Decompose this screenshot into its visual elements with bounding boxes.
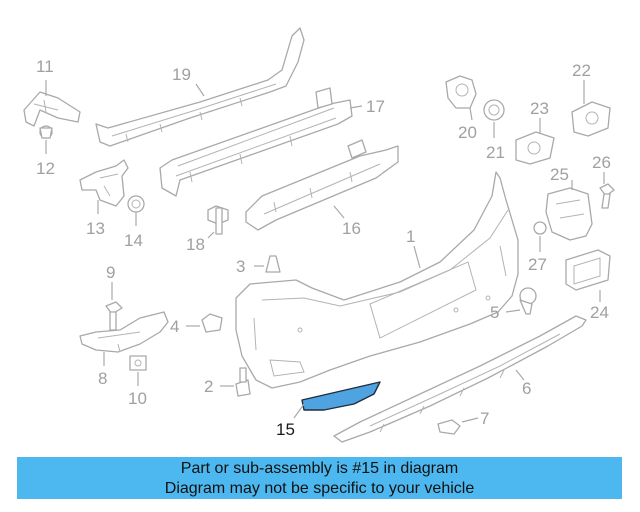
part-15-highlighted bbox=[293, 381, 381, 419]
part-21-grommet bbox=[483, 99, 505, 138]
callout-3: 3 bbox=[236, 257, 245, 276]
callout-21: 21 bbox=[486, 143, 505, 162]
part-8-bracket bbox=[79, 311, 169, 366]
part-25-bracket bbox=[545, 180, 593, 241]
callout-11: 11 bbox=[36, 57, 54, 76]
part-4-clip bbox=[186, 313, 223, 333]
callout-20: 20 bbox=[458, 123, 477, 142]
part-16-absorber bbox=[245, 139, 399, 231]
part-18-screw bbox=[207, 205, 229, 239]
part-13-bracket bbox=[79, 159, 129, 214]
part-12-clip bbox=[39, 125, 53, 154]
callout-19: 19 bbox=[172, 65, 191, 84]
callout-23: 23 bbox=[530, 99, 549, 118]
callout-9: 9 bbox=[106, 263, 115, 282]
part-7-clip bbox=[437, 417, 479, 435]
banner-line-1: Part or sub-assembly is #15 in diagram bbox=[180, 460, 459, 477]
callout-4: 4 bbox=[170, 317, 179, 336]
callout-7: 7 bbox=[480, 409, 489, 428]
part-5-sensor bbox=[505, 287, 537, 315]
part-27-nut bbox=[533, 221, 547, 252]
callout-14: 14 bbox=[124, 231, 143, 250]
callout-2: 2 bbox=[204, 377, 213, 396]
part-10-nut bbox=[129, 355, 147, 386]
callout-26: 26 bbox=[592, 153, 611, 172]
banner-line-2: Diagram may not be specific to your vehi… bbox=[164, 480, 475, 497]
part-22-holder bbox=[571, 80, 611, 137]
callout-24: 24 bbox=[590, 303, 609, 322]
part-17-reinforcement bbox=[159, 87, 363, 197]
callout-18: 18 bbox=[186, 235, 205, 254]
part-19-absorber bbox=[95, 27, 305, 147]
callout-17: 17 bbox=[366, 97, 385, 116]
part-2-bolt bbox=[220, 367, 251, 397]
callout-1: 1 bbox=[406, 227, 415, 246]
callout-22: 22 bbox=[572, 61, 591, 80]
callout-25: 25 bbox=[550, 165, 569, 184]
part-6-trim bbox=[333, 315, 587, 443]
info-banner: Part or sub-assembly is #15 in diagram D… bbox=[17, 457, 622, 499]
callout-15: 15 bbox=[276, 420, 295, 439]
part-9-bolt bbox=[105, 282, 123, 331]
part-3-clip bbox=[254, 255, 281, 273]
part-26-screw bbox=[599, 172, 615, 209]
part-24-module bbox=[565, 249, 611, 302]
callout-16: 16 bbox=[342, 219, 361, 238]
parts-diagram: 11 12 19 17 13 14 18 16 1 3 9 4 8 10 2 1… bbox=[23, 27, 615, 443]
part-20-sensor bbox=[445, 75, 477, 121]
part-14-nut bbox=[127, 195, 145, 226]
callout-5: 5 bbox=[490, 303, 499, 322]
callout-13: 13 bbox=[86, 219, 105, 238]
callout-8: 8 bbox=[98, 369, 107, 388]
part-11-bracket bbox=[23, 80, 81, 127]
callout-27: 27 bbox=[528, 255, 547, 274]
callout-10: 10 bbox=[128, 389, 147, 408]
part-23-holder bbox=[515, 118, 555, 165]
part-1-bumper-cover bbox=[235, 171, 519, 389]
callout-12: 12 bbox=[36, 159, 55, 178]
callout-6: 6 bbox=[522, 379, 531, 398]
